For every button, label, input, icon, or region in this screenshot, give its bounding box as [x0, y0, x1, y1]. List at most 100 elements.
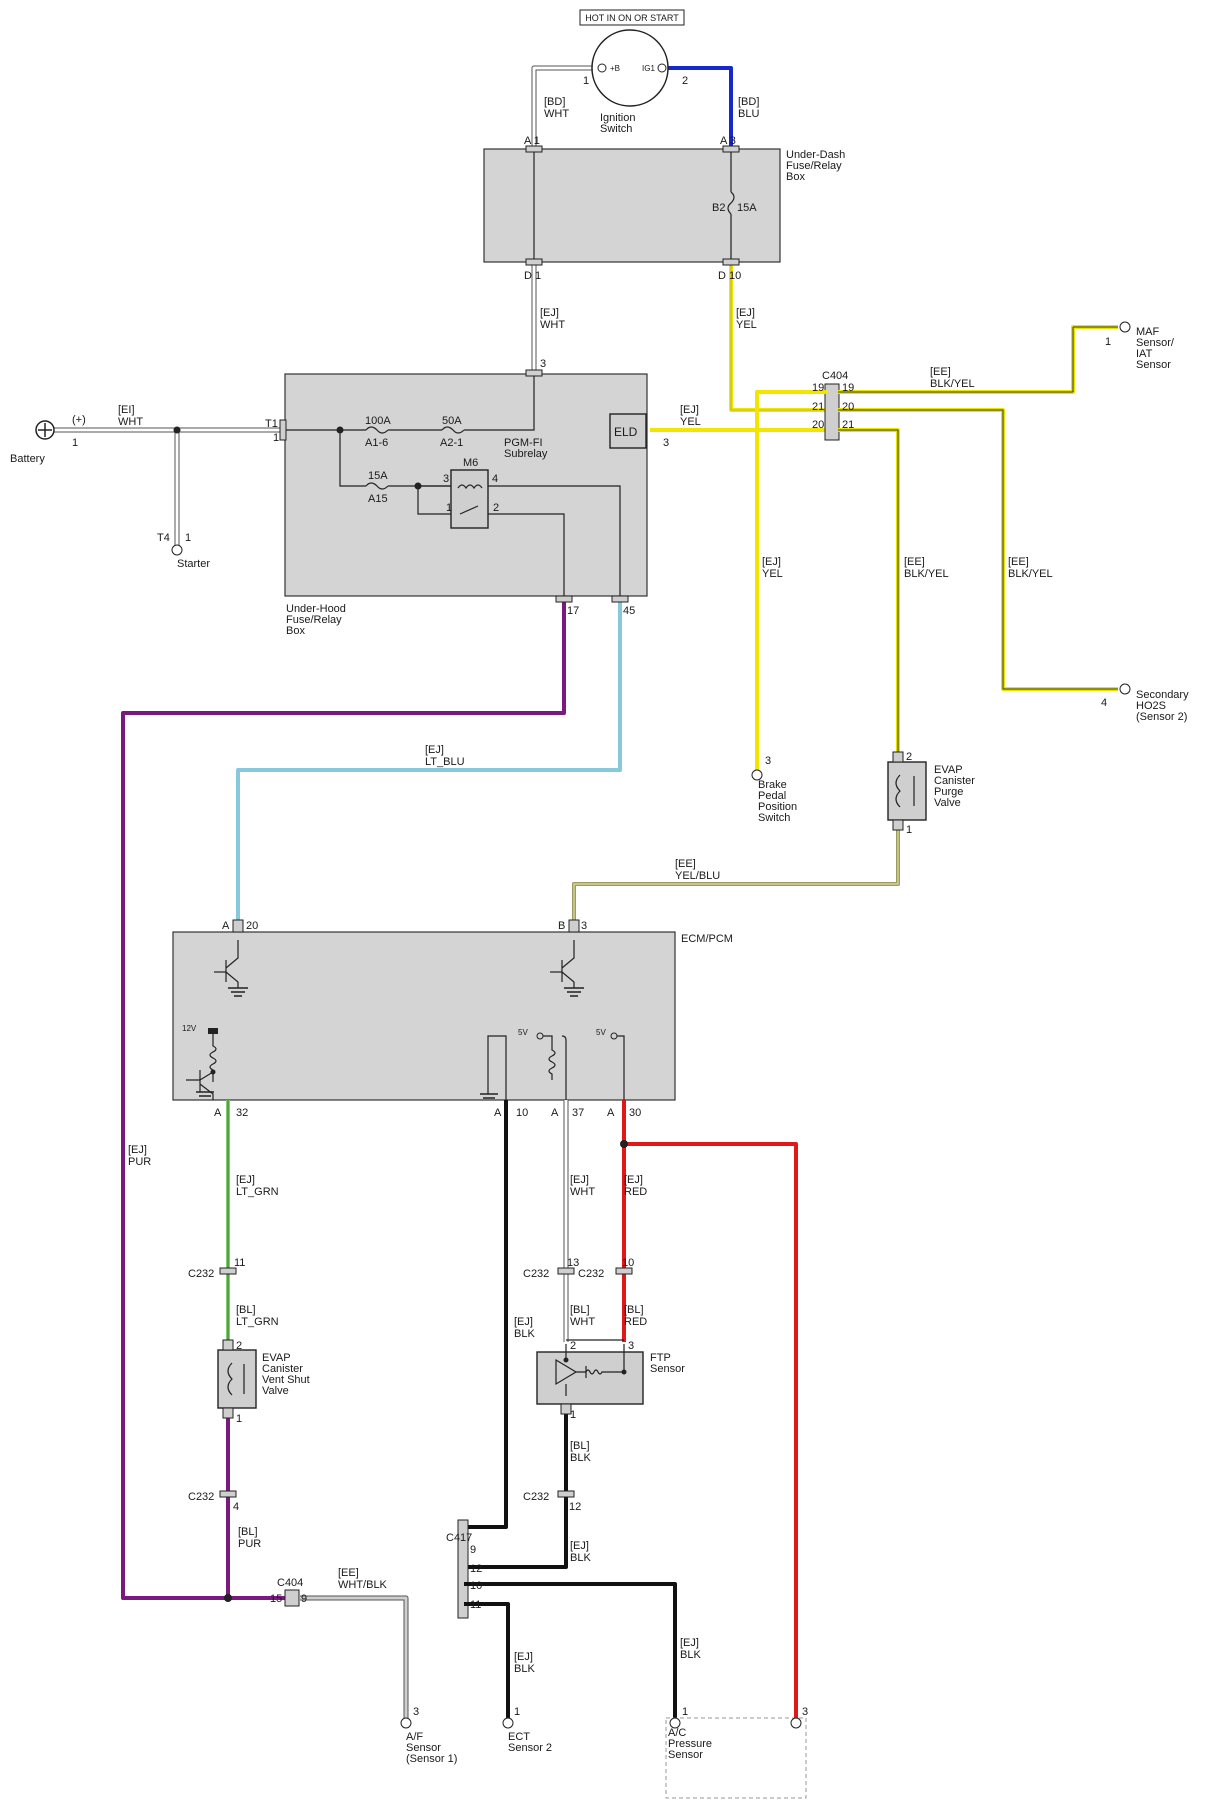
wire-label-bl-red: [BL]RED — [624, 1304, 647, 1328]
eld-pin: 3 — [663, 437, 669, 449]
fuse-b2-symbol — [727, 191, 735, 215]
fuse2-rating: 50A — [442, 415, 462, 427]
wire-ee-yel-blu — [572, 822, 900, 920]
wire-label-bl-pur: [BL]PUR — [238, 1526, 261, 1550]
c417-connector — [457, 1519, 469, 1619]
wire-ee-yel-blu-stripe — [573, 822, 899, 920]
ecm-transistor-2 — [550, 940, 584, 997]
c404-p20-left: 20 — [812, 419, 824, 431]
splice-pur — [224, 1594, 232, 1602]
c232-label-lower: C232 — [523, 1491, 549, 1503]
c232-p12: 12 — [569, 1501, 581, 1513]
uh-pin3: 3 — [540, 358, 546, 370]
c232-p13: 13 — [567, 1257, 579, 1269]
c232-label-left-2: C232 — [188, 1491, 214, 1503]
wire-bl-blk — [464, 1406, 568, 1569]
uh-pin17: 17 — [567, 605, 579, 617]
wire-ee-wht-blk — [300, 1595, 409, 1718]
ignition-pin-b-icon — [597, 63, 607, 73]
wire-label-ej-lt-blu: [EJ]LT_BLU — [425, 744, 465, 768]
hot-label-box — [579, 9, 685, 26]
wire-label-ej-red: [EJ]RED — [624, 1174, 647, 1198]
wire-label-ej-wht-ftp: [EJ]WHT — [570, 1174, 595, 1198]
wire-ee-blk-yel-purge — [838, 428, 900, 752]
vent-coil-icon — [227, 1362, 233, 1396]
ecm-transistor-1 — [214, 940, 248, 997]
wire-bd-blu — [666, 66, 733, 150]
c404-bottom-connector — [284, 1589, 300, 1607]
wire-ej-lt-blu — [236, 598, 622, 920]
c417-p12: 12 — [470, 1563, 482, 1575]
wire-ej-yel-top-edge — [730, 262, 828, 411]
wire-ee-blk-yel-maf-stripe — [838, 326, 1118, 393]
ud-d10: D 10 — [718, 270, 741, 282]
ud-fuse-rating: 15A — [737, 202, 757, 214]
ecm-5v-b: 5V — [596, 1028, 606, 1037]
ud-a3: A 3 — [720, 135, 736, 147]
battery-pin: 1 — [72, 437, 78, 449]
wire-bd-wht — [531, 65, 592, 150]
fuse3-id: A15 — [368, 493, 388, 505]
wire-label-ee-blk-yel-purge: [EE]BLK/YEL — [904, 556, 949, 580]
wire-ej-blk-ect — [464, 1100, 508, 1529]
uh-pin45: 45 — [623, 605, 635, 617]
relay-m6 — [450, 469, 489, 529]
uh-t1-pin: 1 — [273, 432, 279, 444]
ignition-pin1: 1 — [583, 75, 589, 87]
c232-label-left: C232 — [188, 1268, 214, 1280]
ignition-pin-ig1-icon — [657, 63, 667, 73]
wire-ej-blk-bottom — [464, 1602, 510, 1718]
wire-label-bd-blu: [BD]BLU — [738, 96, 759, 120]
wire-ej-pur — [121, 598, 566, 1600]
ecm-5v-pullup — [536, 1032, 567, 1100]
relay-pin1: 1 — [446, 502, 452, 514]
wire-label-ej-yel-eld: [EJ]YEL — [680, 404, 701, 428]
c417-p9: 9 — [470, 1544, 476, 1556]
ecm-5v-ref — [610, 1032, 625, 1100]
fuse1-id: A1-6 — [365, 437, 388, 449]
purge-coil-icon — [895, 774, 901, 808]
evap-vent-shut-valve — [217, 1349, 257, 1409]
relay-pin4: 4 — [492, 473, 498, 485]
c232-label-mid-2: C232 — [578, 1268, 604, 1280]
c404-p21-right: 21 — [842, 419, 854, 431]
ecm-a30-num: 30 — [629, 1107, 641, 1119]
pin-stubs — [219, 145, 904, 1498]
ftp-sensor — [536, 1351, 644, 1405]
purge-pin1: 1 — [906, 824, 912, 836]
c404-bottom-label: C404 — [277, 1577, 303, 1589]
ecm-12v-driver — [186, 1028, 218, 1100]
wire-label-ej-blk-ac: [EJ]BLK — [680, 1637, 701, 1661]
c417-label: C417 — [446, 1532, 472, 1544]
ud-d1: D 1 — [524, 270, 541, 282]
wire-label-ei-wht: [EI]WHT — [118, 404, 143, 428]
fuse2-id: A2-1 — [440, 437, 463, 449]
ftp-sensor-internals — [555, 1344, 627, 1396]
ignition-pin-b: +B — [610, 64, 620, 73]
ecm-12v: 12V — [182, 1024, 197, 1033]
wire-label-ee-yel-blu: [EE]YEL/BLU — [675, 858, 720, 882]
ac-pin1: 1 — [682, 1706, 688, 1718]
starter-pin: 1 — [185, 532, 191, 544]
ecm-a10-num: 10 — [516, 1107, 528, 1119]
ecm-b3-num: 3 — [581, 920, 587, 932]
ftp-pin3: 3 — [628, 1340, 634, 1352]
wire-label-ej-yel: [EJ]YEL — [736, 307, 757, 331]
c232-p10: 10 — [622, 1257, 634, 1269]
relay-pin2: 2 — [493, 502, 499, 514]
splice-hood-1 — [336, 426, 344, 434]
ignition-pin2: 2 — [682, 75, 688, 87]
relay-label: M6 — [463, 457, 478, 469]
ect-pin: 1 — [514, 1706, 520, 1718]
wire-label-ee-wht-blk: [EE]WHT/BLK — [338, 1567, 388, 1591]
wire-label-ej-blk-bottom: [EJ]BLK — [514, 1651, 535, 1675]
splice-battery — [173, 426, 181, 434]
